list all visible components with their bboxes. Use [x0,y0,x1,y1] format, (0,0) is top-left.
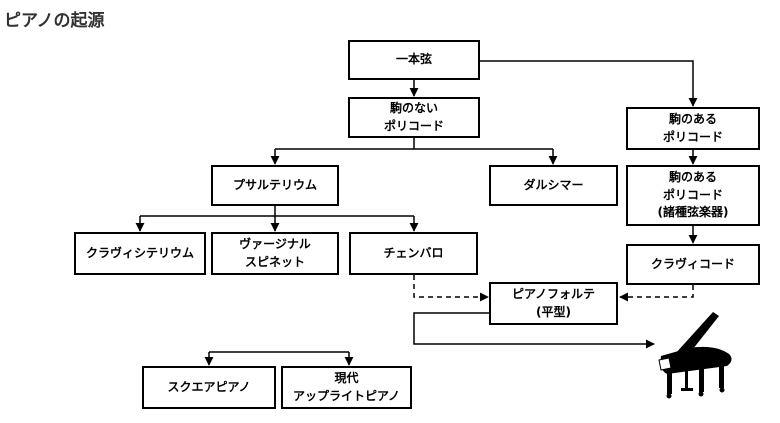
grand-piano-icon [658,312,732,399]
node-koma-aru: 駒のある ポリコード [626,107,760,150]
page-title: ピアノの起源 [4,11,105,31]
node-pianoforte: ピアノフォルテ (平型) [489,282,618,325]
edge-pf-branch [413,312,655,349]
node-ippongen: 一本弦 [348,40,480,80]
node-koma-nai: 駒のない ポリコード [348,97,480,138]
edge-cembalo-pf [413,275,489,302]
node-virginal: ヴァージナル スピネット [211,232,339,275]
node-koma-aru-shogen: 駒のある ポリコード (諸種弦楽器) [626,165,760,226]
node-dulcimer: ダルシマー [489,165,618,206]
edge-clavichord-pf [619,285,694,302]
node-clavicytherium: クラヴィシテリウム [74,232,206,275]
edge-ippongen-komaaru [480,60,698,107]
node-upright: 現代 アップライトピアノ [281,366,412,409]
node-clavichord: クラヴィコード [626,244,760,285]
edge-psaltery-branch [140,206,414,217]
node-psaltery: プサルテリウム [211,165,339,206]
node-cembalo: チェンバロ [349,232,478,275]
edge-komanai-branch [275,138,553,150]
node-square-piano: スクエアピアノ [142,366,276,409]
